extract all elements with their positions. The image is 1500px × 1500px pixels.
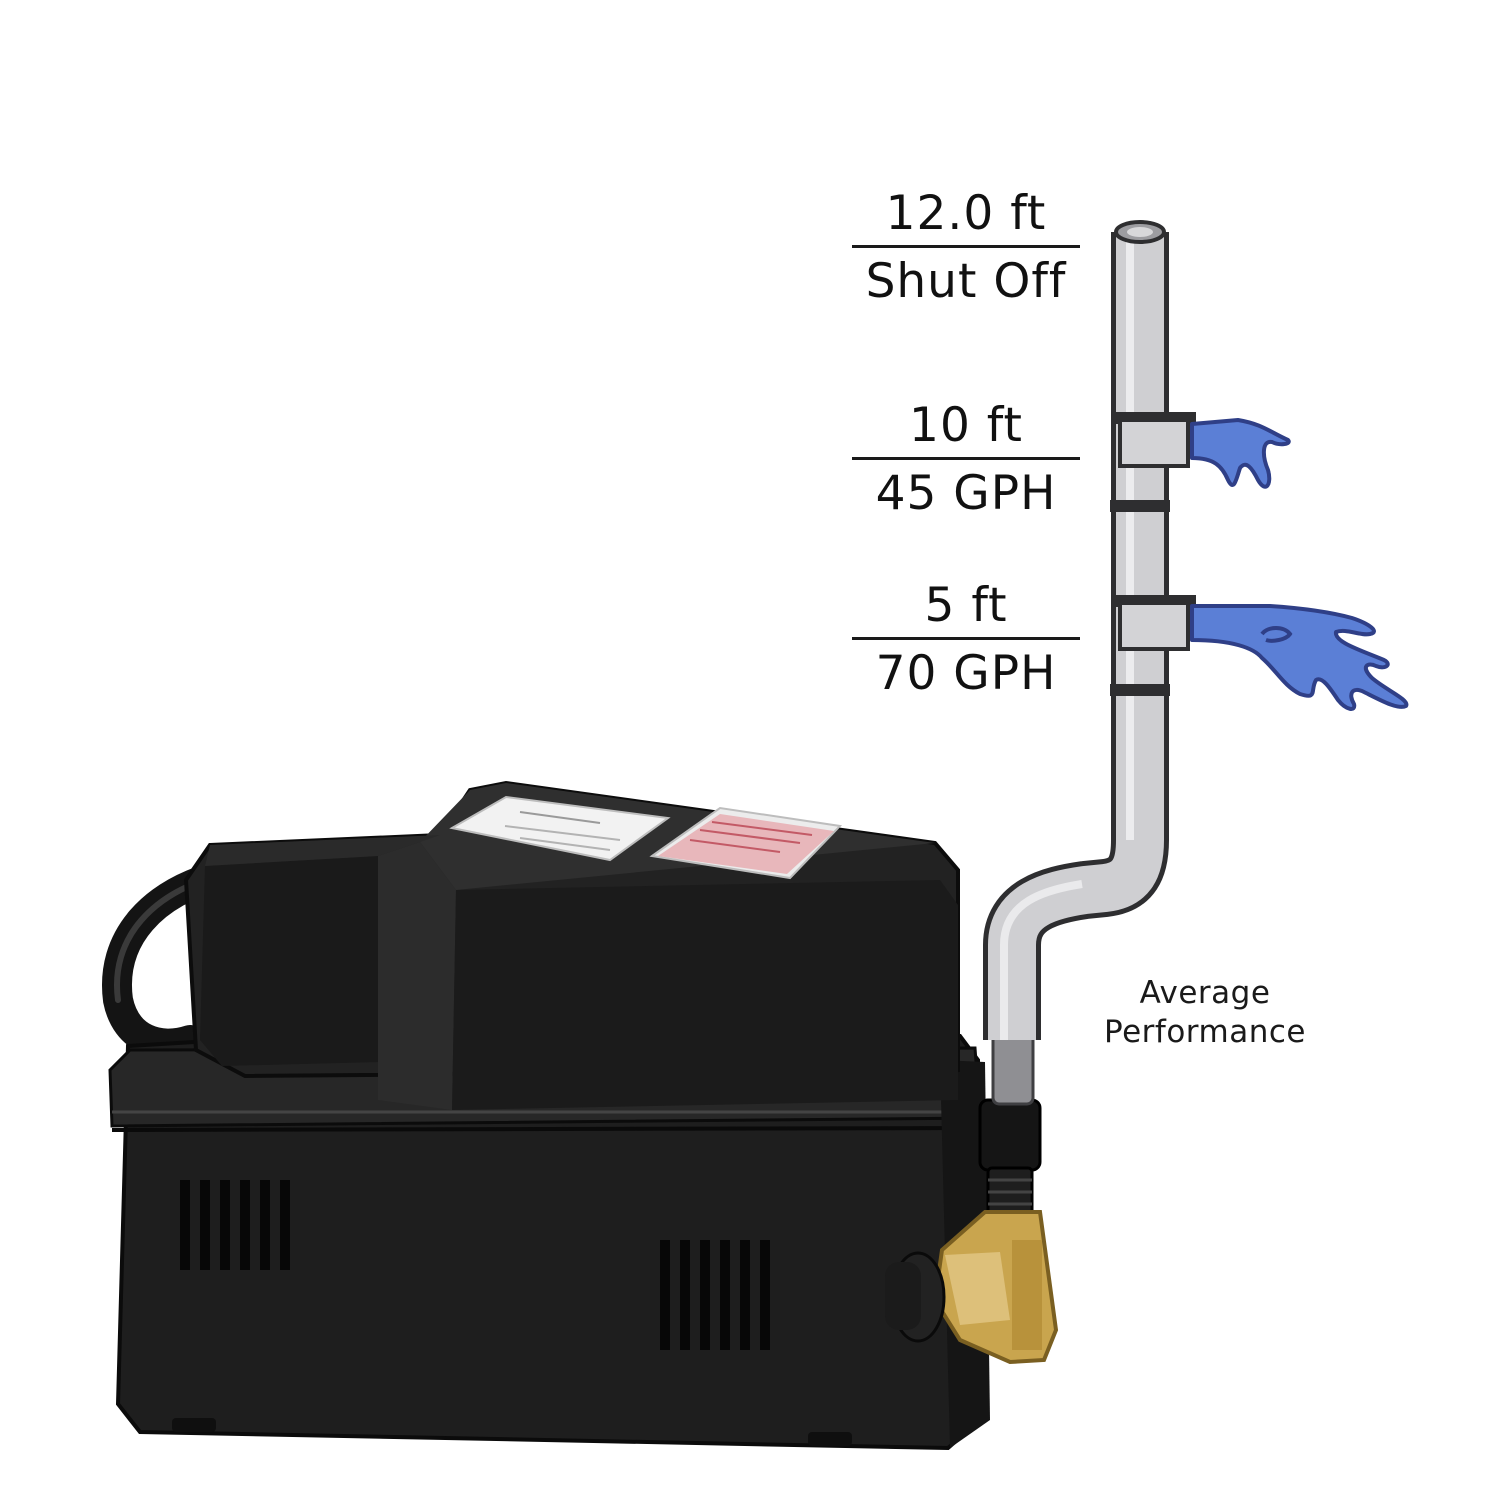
level-10ft: 10 ft 45 GPH bbox=[852, 402, 1080, 517]
level-5ft: 5 ft 70 GPH bbox=[852, 582, 1080, 697]
spec-label bbox=[449, 795, 671, 862]
warning-label bbox=[649, 806, 843, 880]
caption-line-1: Average bbox=[1139, 975, 1271, 1011]
vent-slots-right bbox=[660, 1240, 770, 1350]
level-result: 70 GPH bbox=[875, 646, 1057, 701]
level-height: 12.0 ft bbox=[852, 190, 1080, 248]
level-height: 10 ft bbox=[852, 402, 1080, 460]
caption-line-2: Performance bbox=[1104, 1013, 1306, 1050]
tee-fitting-10ft bbox=[1110, 412, 1196, 512]
level-result: Shut Off bbox=[865, 254, 1067, 309]
level-height: 5 ft bbox=[852, 582, 1080, 640]
level-shut-off: 12.0 ft Shut Off bbox=[852, 190, 1080, 305]
performance-caption: Average Performance bbox=[1060, 974, 1350, 1052]
level-result: 45 GPH bbox=[875, 466, 1057, 521]
brass-elbow-fitting bbox=[885, 1210, 1059, 1365]
tee-fitting-5ft bbox=[1110, 595, 1196, 696]
hose-barb bbox=[991, 1032, 1035, 1106]
compression-fitting bbox=[978, 1098, 1042, 1216]
water-stream-5ft bbox=[1190, 604, 1409, 711]
water-stream-10ft bbox=[1190, 418, 1291, 489]
vent-slots-left bbox=[180, 1180, 290, 1270]
